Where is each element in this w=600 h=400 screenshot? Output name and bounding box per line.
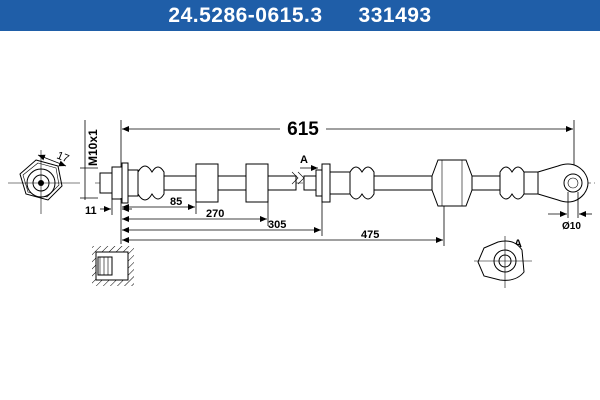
technical-drawing: 17 615 M10x1 bbox=[8, 118, 595, 288]
view-a-marker: A bbox=[300, 154, 318, 171]
hex-width-label: 17 bbox=[55, 150, 71, 166]
fitting-section-detail bbox=[92, 246, 134, 286]
dim-270-label: 270 bbox=[206, 208, 224, 220]
view-a-detail: A bbox=[474, 236, 532, 288]
dim-85-label: 85 bbox=[170, 196, 182, 208]
view-a-label: A bbox=[300, 154, 308, 166]
thread-size-label: M10x1 bbox=[86, 129, 100, 166]
fitting-end-view: 17 bbox=[8, 150, 80, 214]
overall-length-label: 615 bbox=[287, 119, 319, 140]
dim-305-label: 305 bbox=[268, 219, 286, 231]
dim-475-label: 475 bbox=[361, 229, 379, 241]
eye-diameter-dimension: Ø10 bbox=[548, 192, 592, 232]
thread-length-label: 11 bbox=[85, 205, 97, 217]
view-a-detail-label: A bbox=[514, 238, 522, 250]
part-number: 24.5286-0615.3 bbox=[168, 3, 323, 27]
brake-hose-assembly bbox=[95, 159, 595, 207]
overall-length-dimension: 615 bbox=[120, 118, 575, 168]
reference-number: 331493 bbox=[358, 3, 432, 27]
thread-dimension: M10x1 bbox=[80, 120, 100, 200]
segment-dimensions: 11 85 270 305 475 bbox=[85, 196, 445, 246]
title-bar: 24.5286-0615.3 331493 bbox=[0, 0, 600, 31]
eye-diameter-label: Ø10 bbox=[562, 221, 581, 232]
